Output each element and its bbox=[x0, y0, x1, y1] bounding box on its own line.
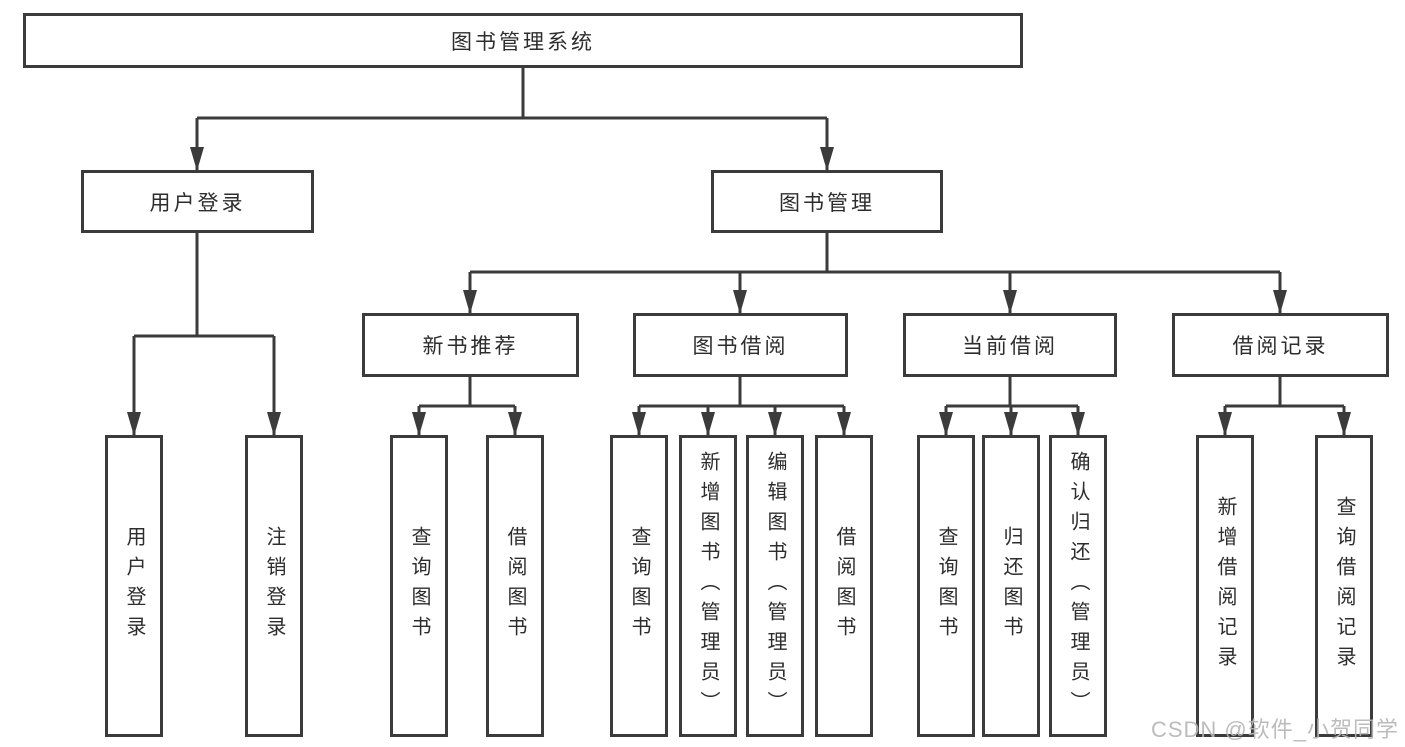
node-label: 用户登录 bbox=[123, 526, 145, 646]
leaf-query-books-current: 查询图书 bbox=[917, 435, 975, 737]
leaf-add-books-admin: 新增图书（管理员） bbox=[679, 435, 737, 737]
node-label: 查询图书 bbox=[628, 526, 650, 646]
node-label: 用户登录 bbox=[149, 191, 246, 215]
node-label: 查询图书 bbox=[935, 526, 957, 646]
arrowhead-icons bbox=[127, 147, 1351, 436]
leaf-query-borrow-record: 查询借阅记录 bbox=[1315, 435, 1373, 737]
node-label: 新增借阅记录 bbox=[1214, 496, 1236, 676]
node-label: 新增图书（管理员） bbox=[697, 451, 719, 721]
node-label: 查询图书 bbox=[408, 526, 430, 646]
leaf-query-books-borrowing: 查询图书 bbox=[610, 435, 668, 737]
leaf-borrow-books-borrowing: 借阅图书 bbox=[815, 435, 873, 737]
node-label: 图书管理 bbox=[779, 191, 875, 215]
node-book-management-branch: 图书管理 bbox=[711, 170, 943, 233]
node-new-book-recommendation: 新书推荐 bbox=[362, 313, 579, 377]
node-label: 编辑图书（管理员） bbox=[764, 451, 786, 721]
node-label: 确认归还（管理员） bbox=[1067, 451, 1089, 721]
node-library-management-system: 图书管理系统 bbox=[23, 13, 1023, 68]
node-label: 借阅图书 bbox=[504, 526, 526, 646]
node-user-login-branch: 用户登录 bbox=[81, 170, 314, 233]
leaf-edit-books-admin: 编辑图书（管理员） bbox=[746, 435, 804, 737]
node-current-borrowing: 当前借阅 bbox=[903, 313, 1117, 377]
leaf-add-borrow-record: 新增借阅记录 bbox=[1196, 435, 1254, 737]
node-label: 图书管理系统 bbox=[451, 30, 595, 54]
node-label: 借阅图书 bbox=[833, 526, 855, 646]
node-label: 图书借阅 bbox=[692, 335, 789, 358]
leaf-query-books-recommend: 查询图书 bbox=[390, 435, 448, 737]
node-borrowing-records: 借阅记录 bbox=[1172, 313, 1389, 377]
node-label: 当前借阅 bbox=[962, 335, 1058, 358]
leaf-borrow-books-recommend: 借阅图书 bbox=[486, 435, 544, 737]
node-label: 归还图书 bbox=[1000, 526, 1022, 646]
csdn-watermark: CSDN @软件_小贺同学 bbox=[1150, 717, 1399, 742]
leaf-return-books: 归还图书 bbox=[982, 435, 1040, 737]
node-book-borrowing: 图书借阅 bbox=[633, 313, 848, 377]
node-label: 查询借阅记录 bbox=[1333, 496, 1355, 676]
leaf-confirm-return-admin: 确认归还（管理员） bbox=[1049, 435, 1107, 737]
node-label: 注销登录 bbox=[263, 526, 285, 646]
leaf-user-login: 用户登录 bbox=[105, 435, 163, 737]
node-label: 借阅记录 bbox=[1232, 335, 1329, 358]
node-label: 新书推荐 bbox=[422, 335, 519, 358]
leaf-logout: 注销登录 bbox=[245, 435, 303, 737]
